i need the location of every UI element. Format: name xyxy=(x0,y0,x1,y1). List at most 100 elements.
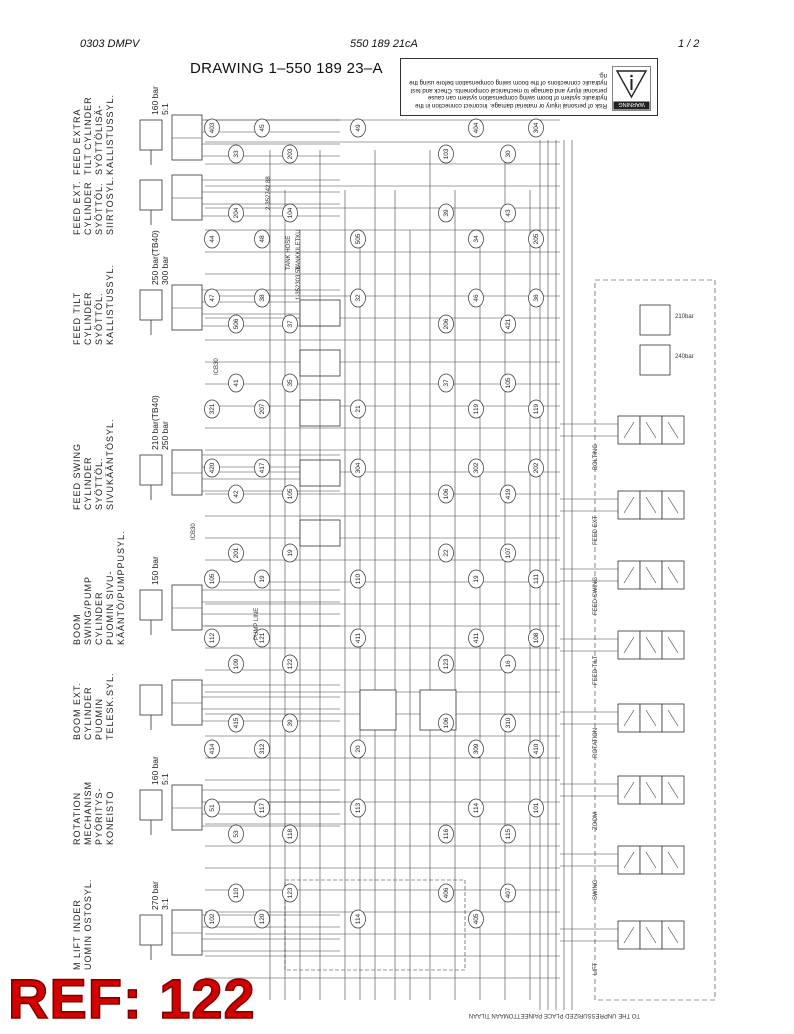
bottom-note: TO THE UNPRESSURIZED PLACE PAINEETTOMAAN… xyxy=(469,1012,640,1018)
hose-bubble-number: 21 xyxy=(355,405,362,413)
schematic-lines xyxy=(139,114,573,1010)
flow-arrow xyxy=(667,421,679,439)
hose-bubble-number: 37 xyxy=(287,320,294,328)
doc-number: 550 189 21cA xyxy=(350,38,418,50)
hose-bubble-number: 119 xyxy=(533,403,540,414)
cylinder-label: KALLISTUSSYL. xyxy=(105,264,115,345)
hose-bubble-number: 302 xyxy=(473,462,480,473)
cylinder-label: PUOMIN xyxy=(94,698,104,740)
hose-bubble xyxy=(350,909,366,929)
hose-bubble-number: 45 xyxy=(259,124,266,132)
hose-bubble xyxy=(500,824,516,844)
hose-bubble-number: 506 xyxy=(233,318,240,329)
hose-bubble xyxy=(500,543,516,563)
hose-bubble xyxy=(350,399,366,419)
misc-label: ICB30 xyxy=(214,358,220,375)
misc-label: TANKKILETKU xyxy=(296,229,302,270)
valve-label: ROTATION xyxy=(593,728,599,758)
cylinder-label: ROTATION xyxy=(72,792,82,845)
flow-arrow xyxy=(623,781,635,799)
hose-bubble-number: 51 xyxy=(209,804,216,812)
hose-bubble-number: 106 xyxy=(443,717,450,728)
pressure-label: 5:1 xyxy=(160,773,170,785)
hose-bubble-number: 35 xyxy=(287,379,294,387)
flow-arrow xyxy=(623,851,635,869)
hose-bubble xyxy=(500,654,516,674)
hose-bubble xyxy=(282,144,298,164)
hose-bubble-number: 120 xyxy=(259,913,266,924)
hose-bubble xyxy=(500,314,516,334)
hose-bubble xyxy=(528,229,544,249)
flow-arrow xyxy=(667,566,679,584)
hose-bubble xyxy=(468,569,484,589)
hose-bubble xyxy=(350,569,366,589)
flow-arrow xyxy=(667,926,679,944)
counterbalance-valve xyxy=(171,679,203,726)
cylinder-label: PUOMIN SIVU- xyxy=(105,570,115,645)
hose-bubble-number: 115 xyxy=(505,828,512,839)
hose-bubble xyxy=(438,373,454,393)
cylinder-label: FEED EXTRA xyxy=(72,108,82,175)
cylinder-body xyxy=(139,179,163,211)
hose-bubble xyxy=(228,144,244,164)
pressure-210-label: 210bar xyxy=(675,314,694,320)
counterbalance-valve xyxy=(171,584,203,631)
misc-label: PUMP LINE xyxy=(254,608,260,640)
hose-bubble xyxy=(438,314,454,334)
hose-bubble xyxy=(438,713,454,733)
cylinder-label: FEED EXT. xyxy=(72,180,82,235)
hose-bubble xyxy=(500,713,516,733)
hose-bubble-number: 122 xyxy=(287,658,294,669)
flow-arrow xyxy=(667,709,679,727)
drawing-title: DRAWING 1–550 189 23–A xyxy=(190,60,383,77)
flow-arrow xyxy=(645,709,657,727)
cylinder-body xyxy=(139,289,163,321)
hose-bubble-number: 33 xyxy=(233,150,240,158)
hose-bubble xyxy=(228,314,244,334)
hose-bubble-number: 43 xyxy=(505,209,512,217)
hose-bubble xyxy=(254,628,270,648)
cylinder-label: M LIFT INDER xyxy=(72,899,82,970)
cylinder-body xyxy=(139,454,163,486)
hose-bubble-number: 53 xyxy=(233,830,240,838)
hose-bubble xyxy=(282,824,298,844)
hose-bubble-number: 112 xyxy=(209,632,216,643)
hose-bubble-number: 310 xyxy=(505,717,512,728)
hose-bubble-number: 118 xyxy=(287,828,294,839)
hose-bubble-number: 105 xyxy=(287,488,294,499)
hose-bubble xyxy=(350,118,366,138)
hose-bubble-number: 414 xyxy=(209,743,216,754)
hose-bubble-number: 48 xyxy=(259,235,266,243)
hose-bubble xyxy=(350,739,366,759)
cylinder-label: KÄÄNTÖ/PUMPPUSYL. xyxy=(116,530,126,645)
hose-bubble-number: 205 xyxy=(533,233,540,244)
flow-arrow xyxy=(623,496,635,514)
hose-bubble-number: 16 xyxy=(505,660,512,668)
hose-bubble xyxy=(528,118,544,138)
hose-bubble xyxy=(468,229,484,249)
cylinder-label: KALLISTUSSYL. xyxy=(105,94,115,175)
hose-bubble-number: 106 xyxy=(443,488,450,499)
hose-bubble xyxy=(254,229,270,249)
hose-bubble-number: 403 xyxy=(209,122,216,133)
cylinder-body xyxy=(139,119,163,151)
hose-bubble xyxy=(204,628,220,648)
misc-label: ICB30 xyxy=(191,523,197,540)
hose-bubble-number: 30 xyxy=(505,150,512,158)
hose-bubble xyxy=(228,543,244,563)
hose-bubble-number: 36 xyxy=(533,294,540,302)
hose-bubble-number: 117 xyxy=(259,802,266,813)
hose-bubble-number: 207 xyxy=(259,403,266,414)
warning-label: WARNING xyxy=(618,101,644,107)
hose-bubble xyxy=(500,484,516,504)
hose-bubble xyxy=(282,883,298,903)
flow-arrow xyxy=(623,636,635,654)
hose-bubble xyxy=(438,654,454,674)
hose-bubble xyxy=(254,118,270,138)
hose-bubble xyxy=(528,458,544,478)
hose-bubble xyxy=(468,458,484,478)
hose-bubble-number: 110 xyxy=(233,887,240,898)
hose-bubble-number: 46 xyxy=(473,294,480,302)
hose-bubble-number: 407 xyxy=(505,887,512,898)
